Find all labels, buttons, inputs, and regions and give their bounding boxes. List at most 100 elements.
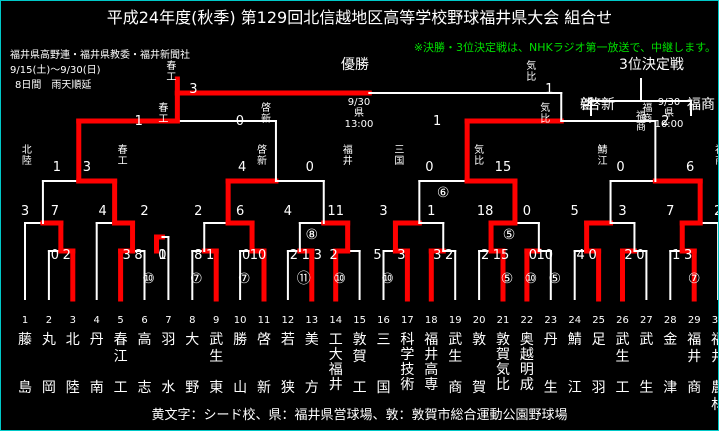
third-place-winner: 福商: [636, 109, 646, 133]
r1-score: 2: [290, 248, 298, 263]
team-name-top: 大: [185, 332, 199, 348]
team-name-top: 春江: [114, 332, 128, 365]
team-name-top: 羽: [161, 332, 175, 348]
team-name-bottom: 工: [353, 380, 367, 396]
r1-score: 5: [373, 248, 381, 263]
r3-score: 0: [425, 160, 433, 175]
team-number: 16: [377, 315, 390, 326]
team-name-bottom: 新: [257, 380, 271, 396]
team-name-bottom: 商: [448, 380, 462, 396]
game-number-badge: ⑤: [503, 227, 516, 243]
team-number: 9: [213, 315, 219, 326]
r1-score: 0: [636, 248, 644, 263]
team-name: 奥越明成: [520, 331, 534, 393]
r2-score: 3: [379, 204, 387, 219]
r1-score: 0: [158, 248, 166, 263]
team-number: 2: [46, 315, 52, 326]
r1-score: 2: [624, 248, 632, 263]
r1-score: 2: [445, 248, 453, 263]
team-name-top: 足: [592, 332, 606, 348]
team-number: 10: [234, 315, 247, 326]
game-number-badge: ⑦: [238, 271, 251, 287]
r2-score: 11: [327, 204, 344, 219]
r1-score: 8: [194, 248, 202, 263]
team-name-top: 武: [639, 332, 653, 348]
game-number-badge: ⑤: [549, 271, 562, 287]
team-name-top: 福井: [711, 332, 718, 365]
broadcast-note: ※決勝・3位決定戦は、NHKラジオ第一放送で、中継します。: [413, 41, 716, 54]
game-number-badge: ⑧: [306, 227, 319, 243]
team-name: 工大福井: [329, 332, 343, 393]
days-info: 8日間 雨天順延: [15, 80, 92, 91]
r1-score: 0: [588, 248, 596, 263]
r2-score: 3: [21, 204, 29, 219]
team-number: 29: [688, 315, 701, 326]
r3-score: 15: [495, 160, 512, 175]
winner-label: 福商: [642, 101, 652, 125]
team-name-top: 丸: [42, 332, 56, 348]
team-number: 13: [305, 315, 318, 326]
team-name-top: 勝: [233, 332, 247, 348]
winner-label: 北陸: [22, 144, 32, 167]
final-score: 1: [545, 82, 553, 97]
r2-score: 2: [194, 204, 202, 219]
r4-score: 1: [135, 114, 143, 129]
game-number-badge: ⑥: [437, 185, 450, 201]
r1-score: 10: [250, 248, 267, 263]
team-name-bottom: 方: [305, 380, 319, 396]
team-number: 20: [473, 315, 486, 326]
team-number: 8: [189, 315, 195, 326]
winner-label: 春工: [158, 102, 168, 125]
r1-score: 0: [529, 248, 537, 263]
r2-score: 5: [571, 204, 579, 219]
r1-score: 3: [314, 248, 322, 263]
final-schedule: 13:00: [345, 119, 374, 130]
third-place-label: 3位決定戦: [619, 57, 684, 73]
legend-text: 黄文字：シード校、県：福井県営球場、敦：敦賀市総合運動公園野球場: [151, 408, 568, 423]
team-name-top: 啓: [257, 332, 271, 348]
r3-score: 0: [616, 160, 624, 175]
team-name-bottom: 志: [138, 380, 152, 396]
team-number: 23: [544, 315, 557, 326]
winner-label: 気比: [474, 143, 484, 167]
game-number-badge: ⑤: [501, 271, 514, 287]
team-name-top: 美: [305, 332, 319, 348]
r1-score: 2: [63, 248, 71, 263]
team-name-bottom: 南: [90, 380, 104, 396]
team-name-bottom: 津: [663, 380, 677, 396]
team-name-top: 若: [281, 332, 295, 348]
team-name-bottom: 羽: [592, 380, 606, 396]
r3-score: 3: [83, 160, 91, 175]
date-range: 9/15(土)～9/30(日): [10, 65, 101, 76]
team-number: 27: [640, 315, 653, 326]
winner-label: 気比: [526, 59, 536, 83]
team-name-top: 武生: [616, 332, 630, 365]
r1-score: 1: [672, 248, 680, 263]
r1-score: 0: [51, 248, 59, 263]
r1-score: 3: [433, 248, 441, 263]
game-number-badge: ⑩: [381, 271, 394, 287]
third-place-schedule: 9/30: [658, 97, 680, 108]
winner-label: 啓新: [261, 101, 271, 125]
team-number: 5: [117, 315, 123, 326]
team-number: 7: [165, 315, 171, 326]
r2-score: 3: [618, 204, 626, 219]
team-number: 22: [521, 315, 534, 326]
team-name: 科学技術: [400, 332, 414, 393]
team-name: 福井高専: [424, 332, 438, 393]
page-title: 平成24年度(秋季) 第129回北信越地区高等学校野球福井県大会 組合せ: [106, 8, 613, 27]
team-number: 6: [141, 315, 147, 326]
third-place-left-team: 啓新: [580, 97, 594, 113]
champion-name: 春工: [166, 60, 176, 83]
team-number: 1: [22, 315, 28, 326]
r1-score: 15: [493, 248, 510, 263]
game-number-badge: ⑪: [297, 271, 311, 287]
team-name-bottom: 国: [377, 380, 391, 396]
r3-score: 6: [686, 160, 694, 175]
winner-label: 鯖江: [598, 143, 608, 167]
championship-label: 優勝: [341, 57, 369, 73]
r3-score: 4: [238, 160, 246, 175]
team-name: 敦賀気比: [496, 332, 510, 393]
r2-score: 2: [140, 204, 148, 219]
